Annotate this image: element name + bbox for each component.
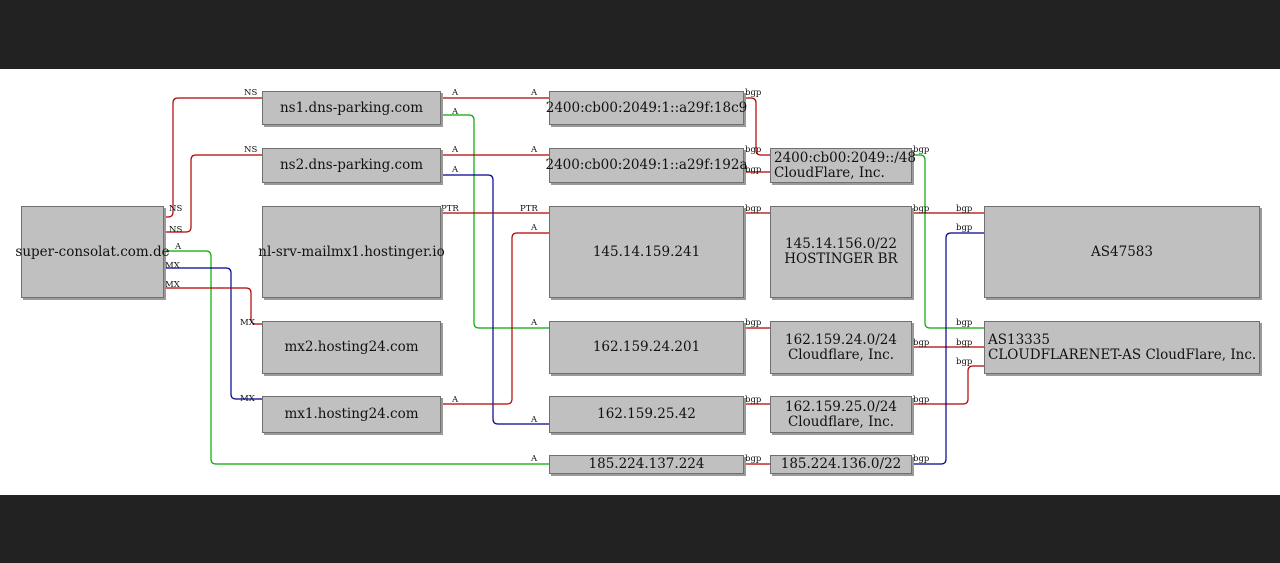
edge-label-ns: NS bbox=[169, 204, 182, 214]
node-ip6-b-label: 2400:cb00:2049:1::a29f:192a bbox=[545, 157, 748, 173]
node-ip6-b[interactable]: 2400:cb00:2049:1::a29f:192a bbox=[546, 148, 748, 183]
edge-ns2-to-ip162-42 bbox=[441, 174, 549, 425]
edge-prefix-185-to-as47583 bbox=[912, 232, 984, 465]
edge-prefix-162-25-to-as13335 bbox=[912, 365, 984, 405]
node-prefix-145-line2: HOSTINGER BR bbox=[784, 251, 898, 267]
edge-label-bgp: bgp bbox=[913, 204, 930, 214]
node-ip-162-201-label: 162.159.24.201 bbox=[592, 339, 701, 355]
edge-label-bgp: bgp bbox=[745, 395, 762, 405]
edge-label-bgp: bgp bbox=[956, 318, 973, 328]
node-prefix-162-25-line2: Cloudflare, Inc. bbox=[787, 413, 895, 430]
edge-label-bgp: bgp bbox=[745, 165, 762, 175]
node-ip-145-label: 145.14.159.241 bbox=[592, 243, 701, 260]
node-ns1-label: ns1.dns-parking.com bbox=[279, 99, 424, 116]
edge-label-a: A bbox=[451, 165, 459, 175]
edge-mx1-to-ip145 bbox=[441, 232, 549, 405]
edge-label-bgp: bgp bbox=[913, 338, 930, 348]
edge-label-bgp: bgp bbox=[913, 454, 930, 464]
edge-label-a: A bbox=[451, 395, 459, 405]
node-ip-162-201[interactable]: 162.159.24.201 bbox=[549, 321, 744, 374]
edge-label-a: A bbox=[451, 145, 459, 155]
edge-label-a: A bbox=[174, 242, 182, 252]
edge-label-a: A bbox=[530, 318, 538, 328]
node-domain-label: super-consolat.com.de bbox=[15, 243, 170, 260]
node-prefix-162-25-line1: 162.159.25.0/24 bbox=[785, 398, 897, 415]
edge-label-a: A bbox=[451, 107, 459, 117]
edge-domain-to-ns2 bbox=[164, 154, 262, 233]
node-mx1[interactable]: mx1.hosting24.com bbox=[262, 396, 441, 433]
edge-label-bgp: bgp bbox=[745, 204, 762, 214]
edge-label-bgp: bgp bbox=[745, 454, 762, 464]
edge-label-a: A bbox=[530, 145, 538, 155]
node-prefix-162-24-line1: 162.159.24.0/24 bbox=[785, 331, 897, 348]
edge-label-a: A bbox=[451, 88, 459, 98]
node-as47583-label: AS47583 bbox=[1091, 243, 1153, 260]
node-ns2-label: ns2.dns-parking.com bbox=[279, 157, 424, 173]
edge-label-ns: NS bbox=[169, 225, 182, 235]
edge-label-bgp: bgp bbox=[913, 145, 930, 155]
node-mx1-label: mx1.hosting24.com bbox=[284, 406, 419, 422]
node-ip-162-42-label: 162.159.25.42 bbox=[597, 406, 696, 422]
edge-label-bgp: bgp bbox=[745, 318, 762, 328]
node-mx2[interactable]: mx2.hosting24.com bbox=[262, 321, 441, 374]
node-prefix-185[interactable]: 185.224.136.0/22 bbox=[770, 455, 912, 474]
node-mx2-label: mx2.hosting24.com bbox=[284, 339, 419, 355]
node-ns2[interactable]: ns2.dns-parking.com bbox=[262, 148, 441, 183]
edge-prefix-ip6-to-as13335 bbox=[912, 154, 984, 329]
edge-label-a: A bbox=[530, 223, 538, 233]
edge-ip6a-to-prefix-ip6 bbox=[744, 97, 770, 156]
edge-label-a: A bbox=[530, 88, 538, 98]
edge-label-a: A bbox=[530, 415, 538, 425]
edge-label-bgp: bgp bbox=[956, 338, 973, 348]
edge-label-ns: NS bbox=[244, 145, 257, 155]
node-ip-162-42[interactable]: 162.159.25.42 bbox=[549, 396, 744, 433]
node-as47583[interactable]: AS47583 bbox=[984, 206, 1260, 298]
node-as13335-line1: AS13335 bbox=[988, 331, 1050, 348]
edge-domain-to-ip185 bbox=[164, 250, 549, 465]
edge-label-ptr: PTR bbox=[520, 204, 538, 214]
edge-label-ns: NS bbox=[244, 88, 257, 98]
edge-label-mx: MX bbox=[165, 261, 181, 271]
edge-ns1-to-ip162-201 bbox=[441, 114, 549, 329]
edge-label-bgp: bgp bbox=[956, 204, 973, 214]
edge-label-ptr: PTR bbox=[441, 204, 459, 214]
edge-domain-to-mx1 bbox=[164, 267, 262, 400]
node-as13335-line2: CLOUDFLARENET-AS CloudFlare, Inc. bbox=[988, 346, 1257, 363]
edge-domain-to-ns1 bbox=[164, 97, 262, 218]
edge-label-mx: MX bbox=[240, 394, 256, 404]
node-ns1[interactable]: ns1.dns-parking.com bbox=[262, 91, 441, 125]
node-prefix-ip6-line1: 2400:cb00:2049::/48 bbox=[774, 149, 917, 166]
node-domain[interactable]: super-consolat.com.de bbox=[15, 206, 170, 298]
edge-label-bgp: bgp bbox=[745, 88, 762, 98]
node-ptr-host[interactable]: nl-srv-mailmx1.hostinger.io bbox=[258, 206, 445, 298]
node-ip-145[interactable]: 145.14.159.241 bbox=[549, 206, 744, 298]
edge-label-mx: MX bbox=[165, 280, 181, 290]
node-ip6-a-label: 2400:cb00:2049:1::a29f:18c9 bbox=[545, 99, 748, 116]
edge-domain-to-mx2 bbox=[164, 287, 262, 325]
node-prefix-185-label: 185.224.136.0/22 bbox=[780, 456, 902, 472]
edge-label-mx: MX bbox=[240, 318, 256, 328]
edge-label-bgp: bgp bbox=[913, 395, 930, 405]
edge-label-bgp: bgp bbox=[956, 223, 973, 233]
node-ip-185-label: 185.224.137.224 bbox=[588, 456, 705, 472]
node-prefix-145-line1: 145.14.156.0/22 bbox=[785, 236, 897, 252]
edge-label-bgp: bgp bbox=[956, 357, 973, 367]
edge-label-bgp: bgp bbox=[745, 145, 762, 155]
node-prefix-162-24-line2: Cloudflare, Inc. bbox=[787, 346, 895, 363]
node-ip-185[interactable]: 185.224.137.224 bbox=[549, 455, 744, 474]
node-ip6-a[interactable]: 2400:cb00:2049:1::a29f:18c9 bbox=[546, 91, 747, 125]
edge-label-a: A bbox=[530, 454, 538, 464]
node-ptr-host-label: nl-srv-mailmx1.hostinger.io bbox=[258, 243, 445, 260]
node-prefix-ip6-line2: CloudFlare, Inc. bbox=[774, 164, 885, 181]
